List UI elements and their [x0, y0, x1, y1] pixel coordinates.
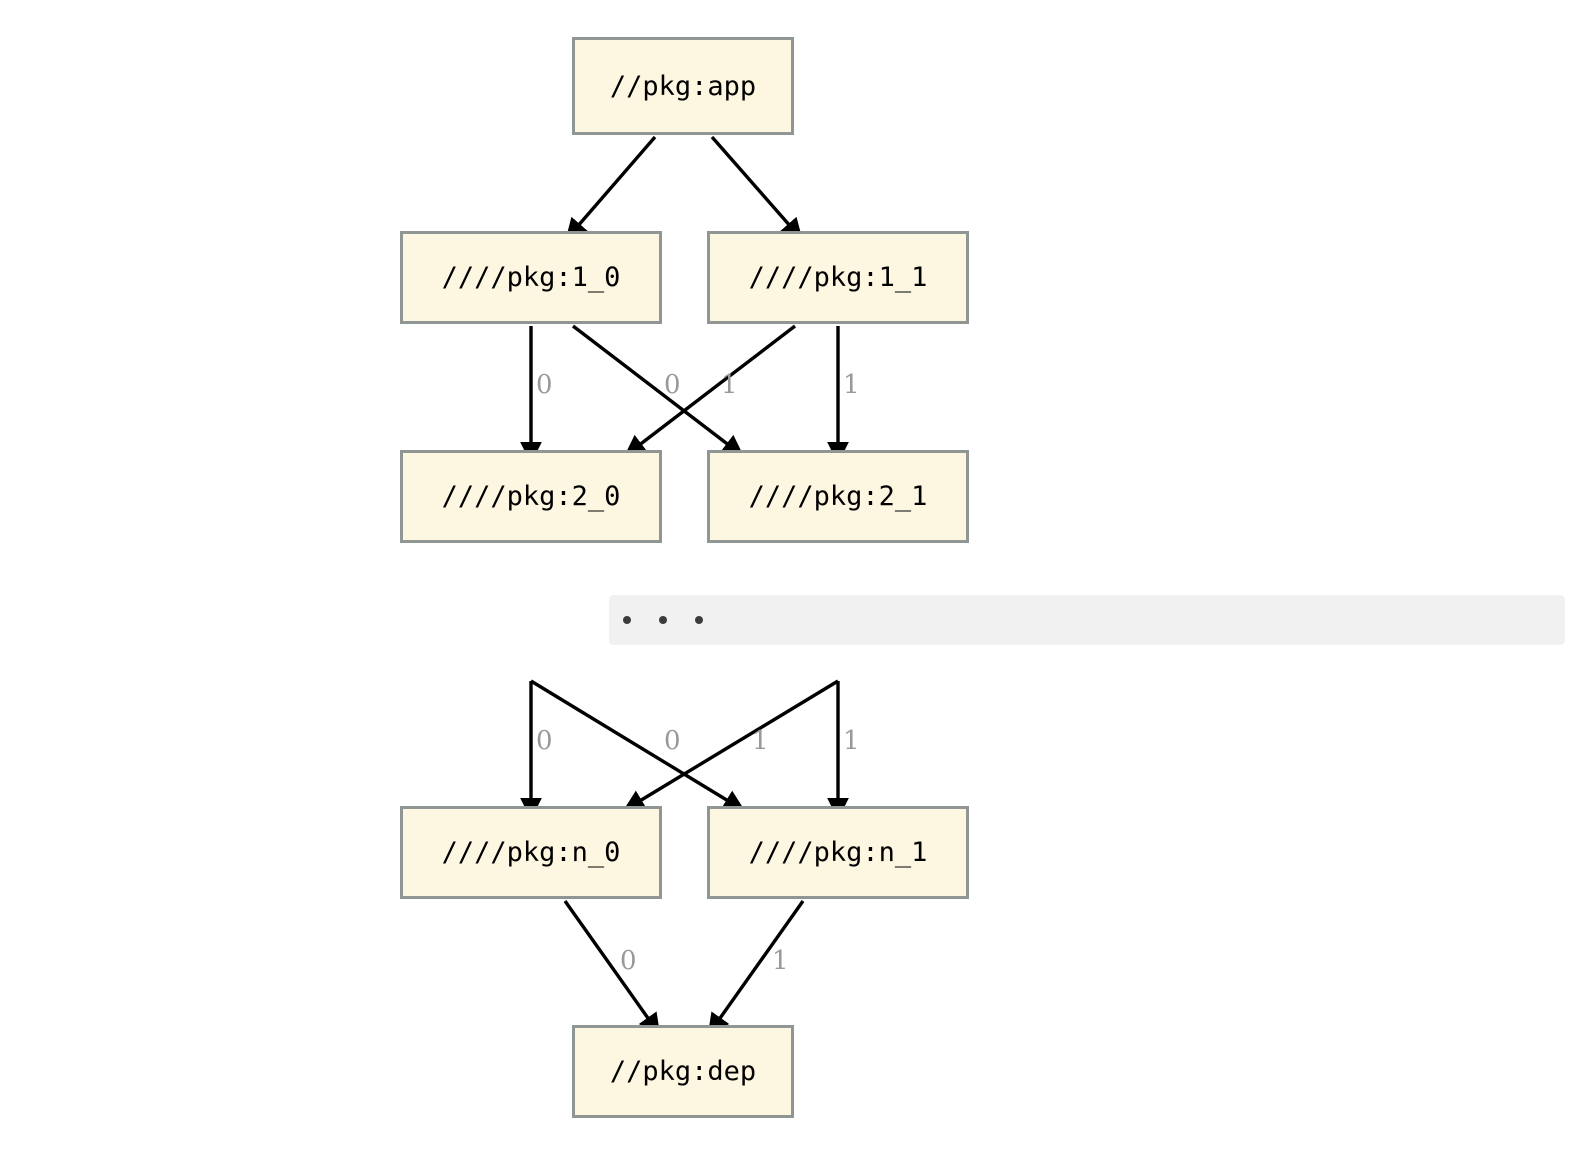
node-app[interactable]: //pkg:app: [572, 37, 794, 135]
ellipsis-dot-0: [623, 616, 631, 624]
edge-n_1-to-dep: [707, 900, 805, 1036]
node-label: //pkg:dep: [609, 1056, 757, 1087]
node-n2_0[interactable]: ////pkg:2_0: [400, 450, 662, 543]
edge-label-prev-to-n_1-left: 0: [664, 726, 681, 756]
node-n2_1[interactable]: ////pkg:2_1: [707, 450, 969, 543]
ellipsis-separator: [609, 595, 1565, 645]
edge-label-1_1-to-2_0: 1: [721, 370, 738, 400]
edge-label-n_1-to-dep: 1: [772, 946, 789, 976]
node-label: ////pkg:n_0: [441, 837, 621, 868]
ellipsis-dot-2: [695, 616, 703, 624]
node-label: ////pkg:1_1: [748, 262, 928, 293]
node-n1_0[interactable]: ////pkg:1_0: [400, 231, 662, 324]
edge-label-n_0-to-dep: 0: [620, 946, 637, 976]
node-nn_0[interactable]: ////pkg:n_0: [400, 806, 662, 899]
node-dep[interactable]: //pkg:dep: [572, 1025, 794, 1118]
ellipsis-dots: [623, 616, 703, 624]
node-label: ////pkg:2_1: [748, 481, 928, 512]
edge-label-1_0-to-2_0: 0: [536, 370, 553, 400]
node-label: ////pkg:2_0: [441, 481, 621, 512]
edge-label-prev-to-n_0-right: 1: [752, 726, 769, 756]
edge-app-to-1_1: [710, 135, 803, 241]
node-nn_1[interactable]: ////pkg:n_1: [707, 806, 969, 899]
edge-label-1_0-to-2_1: 0: [664, 370, 681, 400]
node-label: ////pkg:1_0: [441, 262, 621, 293]
edge-n_0-to-dep: [563, 900, 661, 1036]
ellipsis-dot-1: [659, 616, 667, 624]
edge-1_1-to-2_0: [623, 324, 797, 457]
edge-1_0-to-2_1: [571, 324, 745, 457]
edge-label-prev-to-n_0: 0: [536, 726, 553, 756]
edge-prev-to-n_0-right: [622, 679, 839, 812]
edge-label-1_1-to-2_1: 1: [843, 370, 860, 400]
edge-label-prev-to-n_1: 1: [843, 726, 860, 756]
node-label: //pkg:app: [609, 70, 757, 102]
edge-prev-to-n_1-left: [530, 679, 746, 812]
node-label: ////pkg:n_1: [748, 837, 928, 868]
node-n1_1[interactable]: ////pkg:1_1: [707, 231, 969, 324]
edge-app-to-1_0: [565, 135, 657, 241]
